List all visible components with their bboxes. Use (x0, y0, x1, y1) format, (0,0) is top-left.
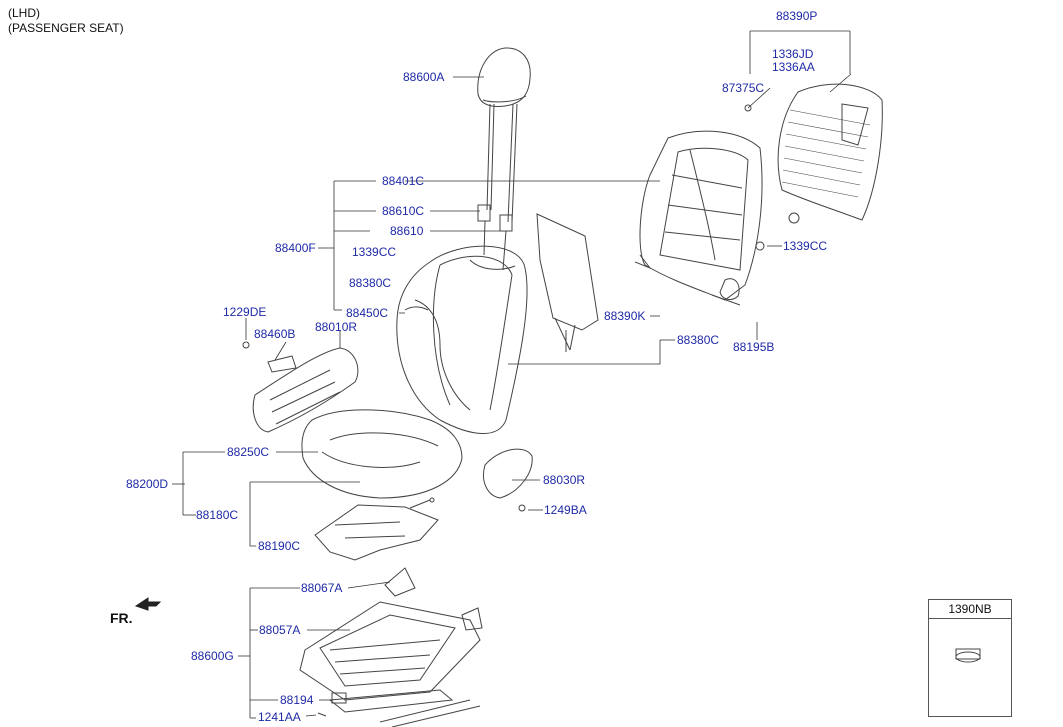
part-label-88380C-frame[interactable]: 88380C (677, 333, 720, 347)
part-label-88390P[interactable]: 88390P (776, 9, 818, 23)
headrest (477, 47, 531, 223)
seat-cushion-cover (301, 409, 463, 499)
part-label-88610C[interactable]: 88610C (382, 204, 425, 218)
part-label-88380C-back[interactable]: 88380C (349, 276, 392, 290)
seat-heater-mat (314, 497, 439, 561)
back-panel (536, 213, 599, 352)
part-label-1241AA[interactable]: 1241AA (258, 710, 301, 724)
part-label-88057A[interactable]: 88057A (259, 623, 301, 637)
part-label-88401C[interactable]: 88401C (382, 174, 425, 188)
seat-track-frame (299, 567, 483, 727)
part-label-88250C[interactable]: 88250C (227, 445, 270, 459)
part-label-1339CC-back[interactable]: 1339CC (352, 245, 397, 259)
seat-back-frame (634, 130, 765, 306)
back-board (744, 83, 883, 224)
inset-part-box: 1390NB (928, 599, 1012, 717)
part-label-88600G[interactable]: 88600G (191, 649, 234, 663)
part-label-88194[interactable]: 88194 (280, 693, 314, 707)
part-label-88030R[interactable]: 88030R (543, 473, 586, 487)
seat-back-cover (396, 245, 528, 434)
side-shield (242, 341, 359, 433)
part-label-1339CC-frame[interactable]: 1339CC (783, 239, 828, 253)
part-label-88450C[interactable]: 88450C (346, 306, 389, 320)
part-label-1229DE[interactable]: 1229DE (223, 305, 267, 319)
part-label-1336JD[interactable]: 1336JD (772, 47, 814, 61)
drive-side-label: (LHD) (8, 6, 40, 20)
part-label-88600A[interactable]: 88600A (403, 70, 445, 84)
part-label-88010R[interactable]: 88010R (315, 320, 358, 334)
part-label-88195B[interactable]: 88195B (733, 340, 775, 354)
leader-lines (172, 30, 852, 719)
part-label-88200D[interactable]: 88200D (126, 477, 169, 491)
part-label-1336AA[interactable]: 1336AA (772, 60, 815, 74)
seat-type-label: (PASSENGER SEAT) (8, 21, 124, 35)
part-label-1249BA[interactable]: 1249BA (544, 503, 587, 517)
inset-part-number[interactable]: 1390NB (929, 600, 1011, 619)
part-label-88067A[interactable]: 88067A (301, 581, 343, 595)
part-label-88460B[interactable]: 88460B (254, 327, 296, 341)
headrest-guide (477, 204, 513, 271)
part-label-88400F[interactable]: 88400F (275, 241, 316, 255)
clip-part (955, 648, 981, 663)
part-label-88190C[interactable]: 88190C (258, 539, 301, 553)
front-direction-label: FR. (110, 610, 133, 626)
front-arrow-icon (134, 597, 162, 611)
side-cover (483, 448, 533, 512)
part-label-87375C[interactable]: 87375C (722, 81, 765, 95)
part-label-88610[interactable]: 88610 (390, 224, 424, 238)
part-label-88180C[interactable]: 88180C (196, 508, 239, 522)
part-label-88390K[interactable]: 88390K (604, 309, 646, 323)
